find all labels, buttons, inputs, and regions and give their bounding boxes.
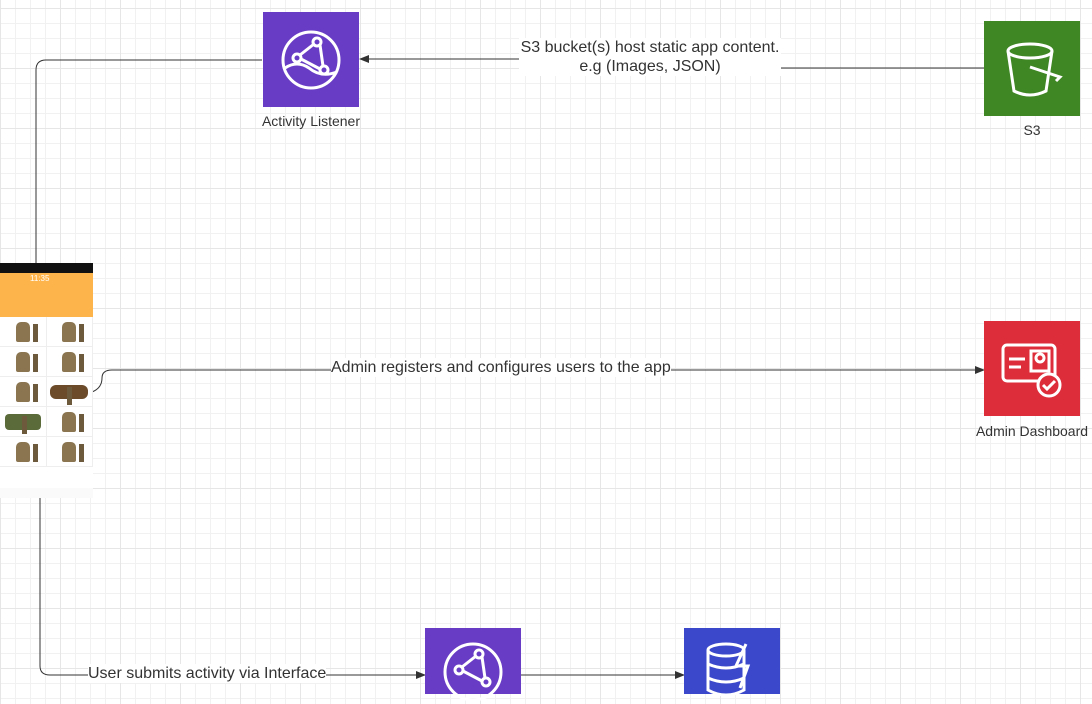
activity-tile bbox=[0, 317, 47, 347]
admin-edge-label: Admin registers and configures users to … bbox=[331, 358, 671, 377]
admin-dashboard-icon bbox=[1001, 343, 1062, 397]
edge-app-admin bbox=[91, 366, 985, 393]
s3-edge-label-line2: e.g (Images, JSON) bbox=[579, 58, 721, 75]
submit-edge-label: User submits activity via Interface bbox=[88, 664, 327, 683]
activity-tile bbox=[46, 437, 93, 467]
admin-dashboard-node[interactable] bbox=[984, 321, 1080, 416]
s3-label: S3 bbox=[1023, 122, 1041, 138]
activity-listener-label: Activity Listener bbox=[261, 113, 361, 129]
submit-endpoint-node[interactable] bbox=[425, 628, 521, 702]
activity-tile bbox=[46, 377, 93, 407]
s3-edge-label-line1: S3 bucket(s) host static app content. bbox=[520, 39, 780, 56]
phone-status-bar bbox=[0, 263, 93, 273]
cloudfront-icon bbox=[443, 642, 503, 702]
cloudfront-icon bbox=[281, 30, 341, 89]
mobile-app-screenshot: 11:35 bbox=[0, 263, 93, 498]
s3-bucket-icon bbox=[1006, 42, 1063, 96]
activity-tile bbox=[0, 407, 47, 437]
admin-dashboard-label: Admin Dashboard bbox=[975, 423, 1089, 439]
phone-nav-bar bbox=[0, 488, 93, 498]
edge-app-submit bbox=[39, 498, 426, 679]
edge-app-listener bbox=[35, 59, 262, 263]
activity-tile bbox=[0, 347, 47, 377]
phone-app-header: 11:35 bbox=[0, 273, 93, 317]
s3-node[interactable] bbox=[984, 21, 1080, 116]
s3-edge-label: S3 bucket(s) host static app content. e.… bbox=[519, 38, 781, 76]
dynamodb-icon bbox=[706, 642, 751, 697]
phone-activity-grid bbox=[0, 317, 93, 467]
database-node[interactable] bbox=[684, 628, 780, 697]
activity-tile bbox=[0, 377, 47, 407]
activity-tile bbox=[46, 347, 93, 377]
activity-listener-node[interactable] bbox=[263, 12, 359, 107]
activity-tile bbox=[46, 317, 93, 347]
activity-tile bbox=[46, 407, 93, 437]
phone-status-time: 11:35 bbox=[30, 274, 50, 283]
activity-tile bbox=[0, 437, 47, 467]
